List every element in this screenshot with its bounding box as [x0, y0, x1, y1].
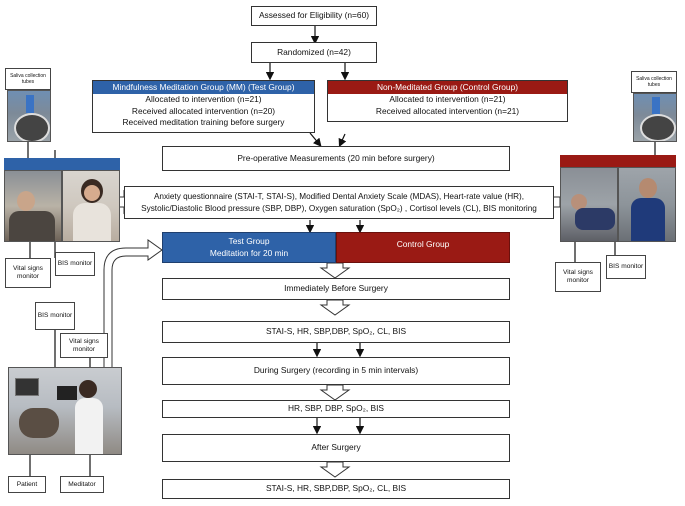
saliva-tubes-photo-right: [633, 93, 677, 142]
assessed-box: Assessed for Eligibility (n=60): [251, 6, 377, 26]
saliva-left-label: Saliva collection tubes: [5, 68, 51, 90]
mm-line-2: Received allocated intervention (n=20): [131, 105, 276, 116]
control-line-1: Allocated to intervention (n=21): [389, 94, 506, 105]
randomized-box: Randomized (n=42): [251, 42, 377, 63]
during-surgery-text: During Surgery (recording in 5 min inter…: [253, 365, 419, 376]
preop-text: Pre-operative Measurements (20 min befor…: [237, 152, 435, 163]
control-group-title: Non-Meditated Group (Control Group): [328, 81, 567, 95]
during-surgery-box: During Surgery (recording in 5 min inter…: [162, 357, 510, 385]
mm-group-title: Mindfulness Meditation Group (MM) (Test …: [93, 81, 314, 95]
bis-left-label: BIS monitor: [55, 252, 95, 276]
measure-a-text: STAI-S, HR, SBP,DBP, SpO₂, CL, BIS: [265, 326, 407, 337]
mm-line-3: Received meditation training before surg…: [122, 117, 285, 128]
measures-line-1: Anxiety questionnaire (STAI-T, STAI-S), …: [153, 192, 525, 202]
measures-line-2: Systolic/Diastolic Blood pressure (SBP, …: [141, 203, 537, 213]
measure-a-box: STAI-S, HR, SBP,DBP, SpO₂, CL, BIS: [162, 321, 510, 343]
randomized-text: Randomized (n=42): [277, 46, 351, 57]
preop-box: Pre-operative Measurements (20 min befor…: [162, 146, 510, 171]
before-surgery-box: Immediately Before Surgery: [162, 278, 510, 300]
vital-left-label: Vital signs monitor: [5, 258, 51, 288]
right-photo-red-bar: [560, 155, 676, 167]
vital-bottom-label: Vital signs monitor: [60, 333, 108, 358]
after-surgery-box: After Surgery: [162, 434, 510, 462]
left-meditator-photo: [62, 170, 120, 242]
bis-bottom-label: BIS monitor: [35, 302, 75, 330]
saliva-tubes-photo-left: [7, 90, 51, 142]
control-group-bar: Control Group: [336, 232, 510, 263]
control-line-2: Received allocated intervention (n=21): [375, 105, 520, 116]
measure-b-text: HR, SBP, DBP, SpO₂, BIS: [287, 403, 385, 414]
before-surgery-text: Immediately Before Surgery: [284, 283, 388, 294]
right-patient-photo: [560, 167, 618, 242]
left-patient-photo: [4, 170, 62, 242]
measure-b-box: HR, SBP, DBP, SpO₂, BIS: [162, 400, 510, 418]
bis-right-label: BIS monitor: [606, 255, 646, 279]
mm-group-box: Mindfulness Meditation Group (MM) (Test …: [92, 80, 315, 133]
control-bar-text: Control Group: [396, 239, 450, 249]
bottom-session-photo: [8, 367, 122, 455]
measure-c-box: STAI-S, HR, SBP,DBP, SpO₂, CL, BIS: [162, 479, 510, 499]
mm-line-1: Allocated to intervention (n=21): [145, 94, 262, 105]
patient-label: Patient: [8, 476, 46, 493]
meditator-label: Meditator: [60, 476, 104, 493]
measure-c-text: STAI-S, HR, SBP,DBP, SpO₂, CL, BIS: [265, 483, 407, 494]
test-group-bar: Test Group Meditation for 20 min: [162, 232, 336, 263]
after-surgery-text: After Surgery: [311, 442, 361, 453]
measures-box: Anxiety questionnaire (STAI-T, STAI-S), …: [124, 186, 554, 219]
test-group-sub: Meditation for 20 min: [209, 247, 289, 258]
saliva-right-label: Saliva collection tubes: [631, 71, 677, 93]
assessed-text: Assessed for Eligibility (n=60): [258, 10, 370, 21]
right-meditator-photo: [618, 167, 676, 242]
left-photo-blue-bar: [4, 158, 120, 170]
vital-right-label: Vital signs monitor: [555, 262, 601, 292]
test-group-title: Test Group: [228, 236, 270, 247]
control-group-box: Non-Meditated Group (Control Group) Allo…: [327, 80, 568, 122]
